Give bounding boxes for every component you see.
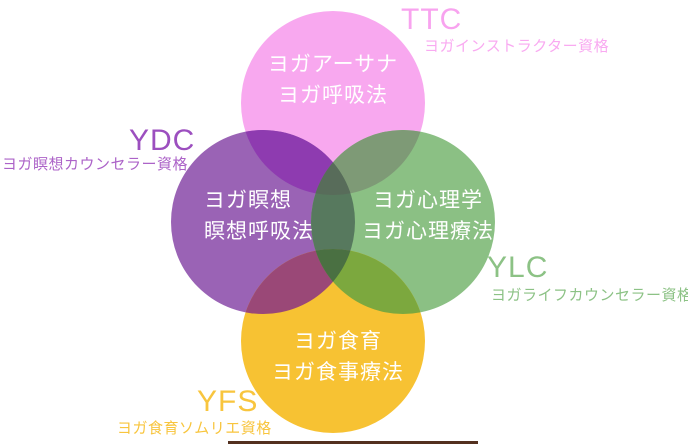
bottom-edge-strip: [228, 441, 478, 444]
ttc-ydc-overlap: [241, 130, 355, 195]
ylc-yfs-overlap: [311, 249, 425, 314]
ttc-circle-line1: ヨガアーサナ: [267, 53, 399, 76]
yfs-circle-line2: ヨガ食事療法: [272, 361, 404, 384]
ttc-ylc-overlap: [311, 130, 425, 195]
ydc-abbr-label: YDC: [129, 124, 196, 157]
ylc-circle-text: ヨガ心理学 ヨガ心理療法: [362, 185, 494, 247]
ylc-abbr-label: YLC: [487, 251, 549, 284]
ydc-cert-label: ヨガ瞑想カウンセラー資格: [2, 156, 189, 173]
yfs-cert-label: ヨガ食育ソムリエ資格: [117, 420, 272, 437]
ydc-circle-line1: ヨガ瞑想: [204, 189, 292, 212]
yfs-abbr-label: YFS: [197, 385, 259, 418]
ttc-abbr-label: TTC: [401, 3, 463, 36]
yfs-circle-text: ヨガ食育 ヨガ食事療法: [272, 326, 404, 388]
ylc-circle-line1: ヨガ心理学: [373, 189, 483, 212]
ttc-circle-line2: ヨガ呼吸法: [277, 84, 388, 107]
ylc-cert-label: ヨガライフカウンセラー資格: [491, 287, 688, 304]
ylc-circle-line2: ヨガ心理療法: [362, 220, 494, 243]
ydc-circle-text: ヨガ瞑想 瞑想呼吸法: [204, 185, 314, 247]
ydc-circle-line2: 瞑想呼吸法: [204, 220, 314, 243]
ttc-circle-text: ヨガアーサナ ヨガ呼吸法: [268, 49, 398, 111]
yfs-circle-line1: ヨガ食育: [294, 330, 382, 353]
ttc-cert-label: ヨガインストラクター資格: [424, 38, 610, 55]
ydc-yfs-overlap: [241, 249, 355, 314]
